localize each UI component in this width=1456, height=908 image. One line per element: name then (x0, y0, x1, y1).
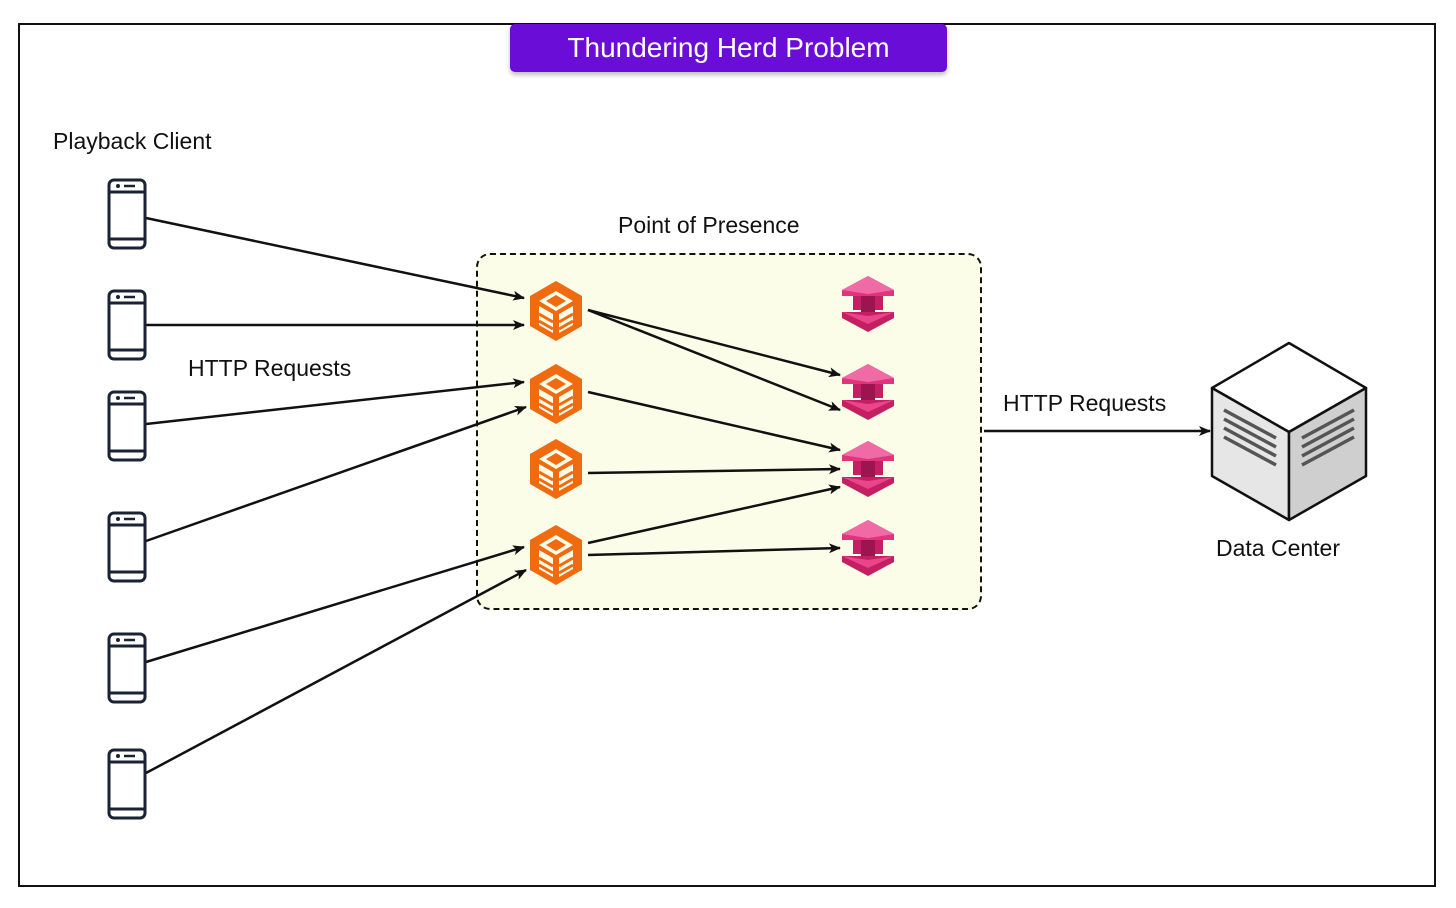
server-cube-icon (1210, 341, 1368, 522)
cache-server-icon (528, 523, 584, 587)
cache-server-icon (528, 437, 584, 501)
http-requests-left-label: HTTP Requests (188, 355, 352, 381)
cache-server-icon (528, 279, 584, 343)
origin-shield-icon (842, 520, 894, 576)
mobile-phone-icon (107, 289, 147, 361)
client-to-cache-arrows (145, 216, 527, 775)
point-of-presence-label: Point of Presence (618, 212, 800, 238)
cache-server-icon (528, 362, 584, 426)
origin-shield-icon (842, 276, 894, 332)
mobile-phone-icon (107, 511, 147, 583)
mobile-phone-icon (107, 632, 147, 704)
mobile-phone-icon (107, 748, 147, 820)
mobile-phone-icon (107, 390, 147, 462)
mobile-phone-icon (107, 178, 147, 250)
origin-shield-icon (842, 364, 894, 420)
http-requests-right-label: HTTP Requests (1003, 390, 1167, 416)
playback-client-label: Playback Client (53, 128, 212, 154)
diagram-title: Thundering Herd Problem (510, 24, 947, 72)
data-center-label: Data Center (1216, 535, 1341, 561)
origin-shield-icon (842, 441, 894, 497)
cache-to-shield-arrows (587, 308, 841, 557)
